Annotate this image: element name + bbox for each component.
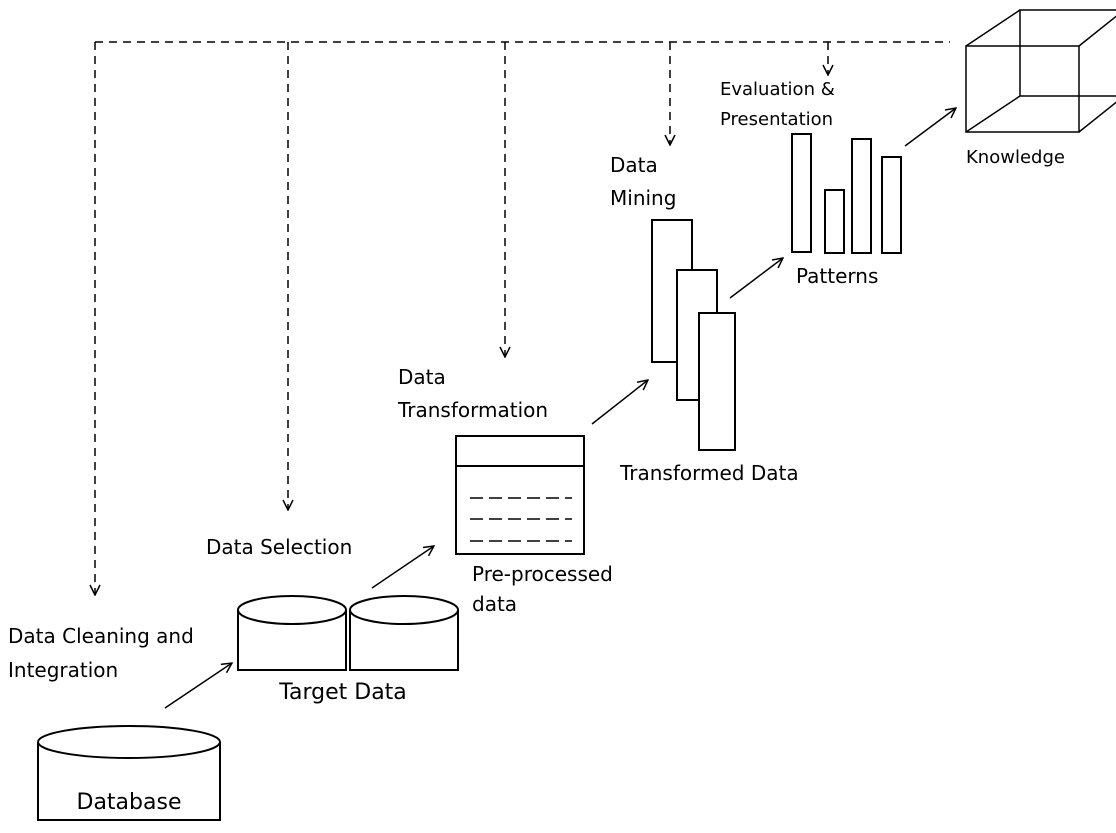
feedback-lines — [95, 41, 950, 595]
step-cleaning-line2: Integration — [8, 658, 118, 682]
target-data-cylinders: Target Data — [237, 595, 459, 705]
step-evaluation-line2: Presentation — [720, 109, 833, 130]
step-transformation-line1: Data — [398, 365, 446, 389]
step-transformation-line2: Transformation — [397, 398, 548, 422]
step-cleaning-line1: Data Cleaning and — [8, 624, 194, 648]
preprocessed-data-table: Pre-processed data — [455, 435, 613, 616]
step-evaluation-line1: Evaluation & — [720, 79, 835, 100]
knowledge-label: Knowledge — [966, 147, 1065, 168]
arrow-patterns-to-knowledge — [904, 108, 956, 147]
step-mining-line1: Data — [610, 153, 658, 177]
arrow-database-to-target — [164, 663, 232, 709]
preprocessed-label-line2: data — [472, 592, 517, 616]
step-labels: Data Cleaning and Integration Data Selec… — [8, 79, 835, 682]
database-cylinder: Database — [37, 725, 221, 821]
target-data-label: Target Data — [278, 680, 407, 705]
transformed-data-stack: Transformed Data — [619, 219, 799, 485]
arrow-target-to-preprocessed — [371, 546, 434, 589]
step-mining-line2: Mining — [610, 186, 676, 210]
step-selection: Data Selection — [206, 535, 352, 559]
patterns-label: Patterns — [796, 264, 878, 288]
knowledge-cube: Knowledge — [965, 9, 1116, 168]
arrow-transformed-to-patterns — [729, 258, 783, 299]
transformed-data-label: Transformed Data — [619, 461, 799, 485]
preprocessed-label-line1: Pre-processed — [472, 562, 613, 586]
flow-arrows — [164, 108, 956, 709]
patterns-bars: Patterns — [791, 133, 902, 288]
arrow-preprocessed-to-transformed — [591, 380, 648, 425]
database-label: Database — [77, 790, 182, 815]
